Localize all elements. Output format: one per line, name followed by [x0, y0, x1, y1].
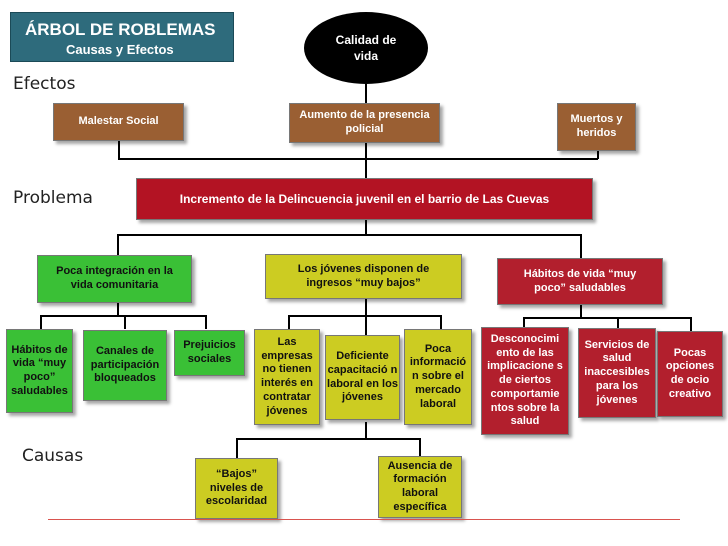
connector — [365, 315, 367, 335]
connector — [40, 315, 42, 329]
section-label-effects: Efectos — [13, 74, 76, 94]
cause-green-habitos-vida: Hábitos de vida “muy poco” saludables — [6, 329, 73, 413]
connector — [117, 234, 119, 256]
section-label-causes: Causas — [22, 446, 84, 466]
top-effect-oval: Calidad de vida — [304, 12, 428, 84]
effect-box-muertos-heridos: Muertos y heridos — [557, 103, 636, 151]
effect-box-presencia-policial: Aumento de la presencia policial — [289, 103, 440, 143]
header-banner: ÁRBOL DE ROBLEMAS Causas y Efectos — [10, 12, 234, 62]
cause-label: Servicios de salud inaccesibles para los… — [584, 338, 650, 406]
cause-green-canales-participacion: Canales de participación bloqueados — [83, 330, 167, 401]
connector — [617, 317, 619, 329]
cause-label: “Bajos” niveles de escolaridad — [205, 467, 268, 508]
cause-yellow-informacion: Poca informació n sobre el mercado labor… — [404, 329, 472, 425]
cause-label: Canales de participación bloqueados — [90, 344, 160, 385]
connector — [236, 438, 421, 440]
cause-label: Prejuicios sociales — [183, 339, 236, 365]
header-subtitle: Causas y Efectos — [66, 42, 174, 57]
connector — [118, 158, 598, 160]
ground-baseline — [48, 519, 680, 520]
connector — [236, 438, 238, 458]
cause-red-desconocimiento: Desconocimi ento de las implicacione s d… — [481, 327, 569, 435]
cause-label: Poca informació n sobre el mercado labor… — [409, 342, 467, 410]
cause-yellow-capacitacion: Deficiente capacitació n laboral en los … — [325, 335, 400, 420]
connector — [118, 140, 120, 159]
effect-label: Aumento de la presencia policial — [299, 109, 430, 135]
top-effect-label: Calidad de vida — [335, 32, 397, 63]
cause-label: Hábitos de vida “muy poco” saludables — [523, 267, 637, 294]
cause-yellow-ingresos: Los jóvenes disponen de ingresos “muy ba… — [265, 254, 462, 299]
connector — [523, 317, 692, 319]
connector — [365, 84, 367, 104]
cause-label: Deficiente capacitació n laboral en los … — [327, 350, 398, 404]
section-label-problem: Problema — [13, 188, 93, 208]
connector — [365, 142, 367, 178]
cause-red-habitos: Hábitos de vida “muy poco” saludables — [497, 258, 663, 305]
connector — [40, 315, 206, 317]
cause-label: Desconocimi ento de las implicacione s d… — [487, 332, 563, 428]
connector — [580, 305, 582, 319]
connector — [419, 438, 421, 458]
connector — [440, 315, 442, 329]
connector — [365, 422, 367, 440]
cause-yellow-escolaridad: “Bajos” niveles de escolaridad — [195, 458, 278, 519]
connector — [365, 299, 367, 317]
cause-label: Poca integración en la vida comunitaria — [56, 265, 173, 291]
cause-label: Ausencia de formación laboral específica — [387, 459, 453, 513]
connector — [597, 150, 599, 159]
cause-red-ocio: Pocas opciones de ocio creativo — [657, 331, 723, 417]
cause-label: Hábitos de vida “muy poco” saludables — [11, 343, 68, 397]
cause-label: Las empresas no tienen interés en contra… — [261, 335, 313, 417]
problem-box: Incremento de la Delincuencia juvenil en… — [136, 178, 593, 220]
cause-green-prejuicios: Prejuicios sociales — [174, 330, 245, 376]
problem-label: Incremento de la Delincuencia juvenil en… — [179, 191, 550, 206]
connector — [117, 234, 581, 236]
header-title: ÁRBOL DE ROBLEMAS — [25, 20, 216, 39]
connector — [580, 234, 582, 258]
connector — [288, 315, 441, 317]
cause-red-servicios-salud: Servicios de salud inaccesibles para los… — [578, 328, 656, 418]
cause-label: Pocas opciones de ocio creativo — [665, 346, 715, 400]
cause-label: Los jóvenes disponen de ingresos “muy ba… — [297, 262, 430, 289]
connector — [288, 315, 290, 329]
connector — [117, 303, 119, 317]
connector — [690, 317, 692, 331]
effect-label: Malestar Social — [78, 115, 159, 128]
connector — [365, 220, 367, 236]
cause-yellow-formacion-laboral: Ausencia de formación laboral específica — [378, 456, 462, 518]
connector — [124, 315, 126, 329]
connector — [205, 315, 207, 329]
connector — [523, 317, 525, 329]
cause-green-integracion: Poca integración en la vida comunitaria — [37, 255, 192, 303]
effect-box-malestar-social: Malestar Social — [53, 103, 184, 141]
effect-label: Muertos y heridos — [570, 113, 623, 139]
cause-yellow-empresas: Las empresas no tienen interés en contra… — [254, 329, 320, 425]
